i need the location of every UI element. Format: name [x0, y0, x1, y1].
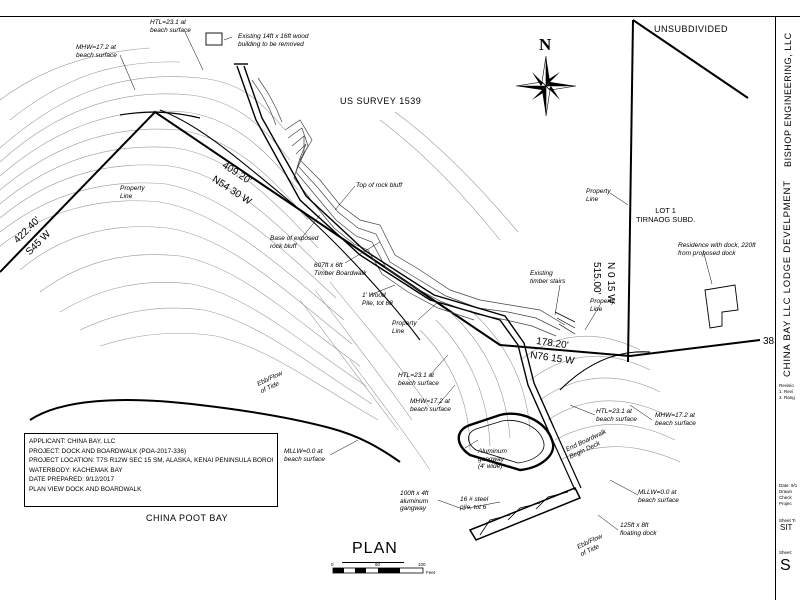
plan-title: PLAN: [352, 540, 398, 557]
base-rock-bluff-label: Base of exposed rock bluff: [270, 235, 319, 250]
firm-name: BISHOP ENGINEERING, LLC: [783, 32, 793, 167]
sheet-label: Sheet:: [779, 550, 793, 555]
aluminum-gangway-label: Aluminum gangway (4' wide): [478, 448, 507, 470]
gangway-label: 100ft x 4ft aluminum gangway: [400, 490, 429, 512]
mhw-left-label: MHW=17.2 at beach surface: [76, 44, 117, 59]
china-poot-bay-label: CHINA POOT BAY: [146, 513, 229, 523]
topographic-contours: [0, 47, 681, 471]
north-arrow: [515, 55, 577, 117]
revisions-label: Revisio: [779, 383, 794, 388]
steel-piles-label: 16 # steel pile, tot 6: [460, 496, 489, 511]
bearing-4-distance: 515.00': [591, 262, 602, 295]
property-lines: [0, 19, 761, 363]
floating-dock-label: 125ft x 8ft floating dock: [620, 522, 657, 537]
sheet-border-top: [0, 16, 800, 17]
scale-zero: 0: [331, 562, 334, 567]
htl-right-label: HTL=23.1 at beach surface: [596, 408, 637, 423]
property-line-far-label: Property Line: [586, 188, 611, 203]
scale-mid: 50: [375, 562, 381, 567]
revision-1: 1. Revi: [779, 389, 794, 394]
date-line: DATE PREPARED: 9/12/2017: [29, 476, 115, 484]
date-field: Date: 9/1: [779, 483, 798, 488]
mllw-left-label: MLLW=0.0 at beach surface: [284, 448, 325, 463]
aluminum-gangway-area: [457, 412, 555, 472]
residence-label: Residence with dock, 220ft from proposed…: [678, 242, 756, 257]
project-name: CHINA BAY LLC LODGE DEVELPMENT: [782, 180, 793, 377]
mllw-right-label: MLLW=0.0 at beach surface: [638, 489, 679, 504]
property-line-right-label: Property Line: [590, 298, 615, 313]
title-block: BISHOP ENGINEERING, LLC CHINA BAY LLC LO…: [775, 17, 800, 600]
applicant-line: APPLICANT: CHINA BAY, LLC: [29, 438, 116, 445]
waterbody-line: WATERBODY: KACHEMAK BAY: [29, 466, 123, 474]
project-field: Projec: [779, 501, 792, 506]
sheet-number: S: [780, 557, 791, 574]
scale-bar: [332, 567, 424, 574]
us-survey-label: US SURVEY 1539: [340, 96, 422, 106]
plan-title-underline: [342, 562, 404, 563]
top-rock-bluff-label: Top of rock bluff: [356, 182, 403, 189]
project-line: PROJECT: DOCK AND BOARDWALK (POA-2017-33…: [29, 447, 187, 455]
view-line: PLAN VIEW DOCK AND BOARDWALK: [29, 485, 142, 493]
timber-boardwalk: [234, 63, 555, 431]
project-info-box: APPLICANT: CHINA BAY, LLC PROJECT: DOCK …: [24, 433, 278, 507]
sheet-title-value: SIT: [780, 523, 793, 532]
mhw-right-label: MHW=17.2 at beach surface: [655, 412, 696, 427]
north-label: N: [539, 35, 552, 54]
scale-unit: Feet: [426, 570, 436, 575]
existing-stairs-label: Existing timber stairs: [530, 270, 566, 285]
residence-outline: [704, 284, 739, 329]
bearing-5: 38: [763, 336, 775, 347]
boardwalk-label: 607ft x 6ft Timber Boardwalk: [314, 262, 367, 277]
shorelines: [29, 109, 651, 463]
checked-field: Check: [779, 495, 792, 500]
wood-piles-label: 1' Wood Pile, tot 68: [362, 292, 393, 307]
bearing-4-direction: N 0 15 W: [605, 262, 616, 304]
existing-building-label: Existing 14ft x 16ft wood building to be…: [238, 33, 309, 48]
sheet-title-field: Sheet Ti: [779, 518, 796, 523]
scale-end: 100: [418, 562, 426, 567]
drawn-field: Drawn: [779, 489, 793, 494]
location-line: PROJECT LOCATION: T7S R12W SEC 15 SM, AL…: [29, 457, 273, 465]
leader-lines: [119, 31, 713, 531]
existing-stairs: [554, 311, 576, 335]
property-line-left-label: Property Line: [120, 185, 145, 200]
property-line-mid-label: Property Line: [392, 320, 417, 335]
lot-label: LOT 1 TIRNAOG SUBD.: [636, 206, 696, 224]
existing-building: [205, 32, 223, 46]
revision-2: 2. Rang: [779, 395, 795, 400]
mhw-mid-label: MHW=17.2 at beach surface: [410, 398, 451, 413]
htl-top-label: HTL=23.1 at beach surface: [150, 19, 191, 34]
unsubdivided-label: UNSUBDIVIDED: [654, 24, 729, 34]
floating-dock: [468, 427, 582, 541]
htl-mid-label: HTL=23.1 at beach surface: [398, 372, 439, 387]
rock-bluff: [251, 77, 566, 337]
